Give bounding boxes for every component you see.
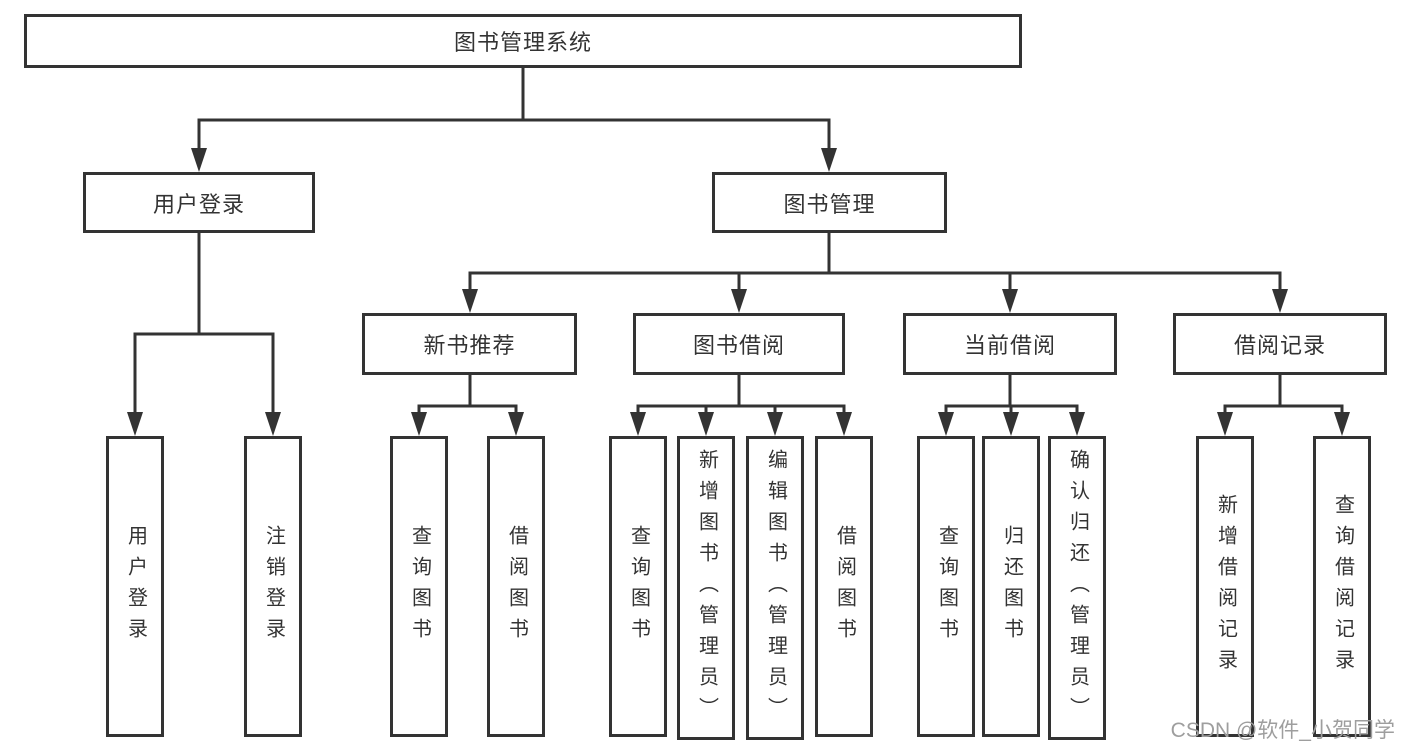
leaf-confirm-return-admin: 确认归还（管理员） (1048, 436, 1106, 740)
leaf-query-books-borrow-label: 查询图书 (627, 524, 650, 649)
node-book-borrow: 图书借阅 (633, 313, 845, 375)
node-new-book-recommend: 新书推荐 (362, 313, 577, 375)
leaf-edit-books-admin-label: 编辑图书（管理员） (764, 448, 787, 728)
leaf-query-books-borrow: 查询图书 (609, 436, 667, 737)
leaf-borrow-books-recommend-label: 借阅图书 (505, 524, 528, 649)
leaf-borrow-books-borrow-label: 借阅图书 (833, 524, 856, 649)
leaf-confirm-return-admin-label: 确认归还（管理员） (1066, 448, 1089, 728)
leaf-return-books-label: 归还图书 (1000, 524, 1023, 649)
leaf-add-books-admin-label: 新增图书（管理员） (695, 448, 718, 728)
leaf-logout-login-label: 注销登录 (262, 524, 285, 649)
leaf-borrow-books-borrow: 借阅图书 (815, 436, 873, 737)
leaf-query-borrow-record-label: 查询借阅记录 (1331, 493, 1354, 680)
leaf-logout-login: 注销登录 (244, 436, 302, 737)
leaf-user-login: 用户登录 (106, 436, 164, 737)
leaf-edit-books-admin: 编辑图书（管理员） (746, 436, 804, 740)
leaf-borrow-books-recommend: 借阅图书 (487, 436, 545, 737)
leaf-add-borrow-record: 新增借阅记录 (1196, 436, 1254, 737)
node-borrow-records: 借阅记录 (1173, 313, 1387, 375)
leaf-add-books-admin: 新增图书（管理员） (677, 436, 735, 740)
leaf-add-borrow-record-label: 新增借阅记录 (1214, 493, 1237, 680)
watermark: CSDN @软件_小贺同学 (1170, 719, 1395, 742)
leaf-query-books-current: 查询图书 (917, 436, 975, 737)
leaf-query-borrow-record: 查询借阅记录 (1313, 436, 1371, 737)
leaf-query-books-recommend-label: 查询图书 (408, 524, 431, 649)
node-book-management: 图书管理 (712, 172, 947, 233)
leaf-query-books-current-label: 查询图书 (935, 524, 958, 649)
node-user-login: 用户登录 (83, 172, 315, 233)
leaf-user-login-label: 用户登录 (124, 524, 147, 649)
node-root: 图书管理系统 (24, 14, 1022, 68)
leaf-return-books: 归还图书 (982, 436, 1040, 737)
node-current-borrow: 当前借阅 (903, 313, 1117, 375)
leaf-query-books-recommend: 查询图书 (390, 436, 448, 737)
